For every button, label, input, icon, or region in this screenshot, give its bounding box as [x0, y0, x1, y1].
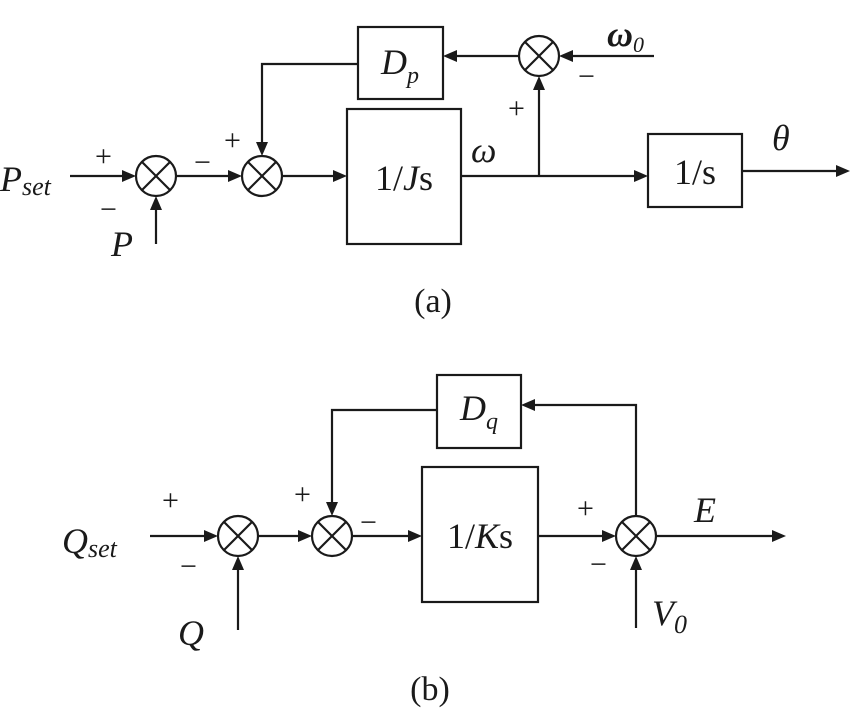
- dq-input-arrow: [521, 399, 535, 411]
- dq-block: [435, 373, 523, 450]
- q-error-arrow: [298, 530, 312, 542]
- b-sj2-plus-sign: +: [294, 478, 311, 511]
- dp-input-arrow: [443, 50, 457, 62]
- dq-input-wire: [535, 403, 638, 516]
- sj1-plus-sign: +: [95, 140, 112, 173]
- voltage-input-arrow: [408, 530, 422, 542]
- omega-feedback-arrow: [533, 76, 545, 90]
- qset-arrow: [204, 530, 218, 542]
- theta-label: θ: [772, 118, 790, 158]
- sj2-minus-sign: −: [194, 146, 211, 179]
- dp-output-wire: [260, 62, 358, 142]
- p-arrow: [150, 196, 162, 210]
- omega-arrow: [634, 170, 648, 182]
- q-arrow: [232, 556, 244, 570]
- sj1-minus-sign: −: [100, 193, 117, 226]
- b-sj3-minus-sign: −: [590, 548, 607, 581]
- pset-label: Pset: [0, 159, 52, 201]
- panel-a-summing-junction-3: [517, 34, 561, 78]
- v0-label: V0: [652, 593, 687, 639]
- omega0-label: ω0: [607, 14, 644, 57]
- panel-b-caption: (b): [410, 671, 450, 708]
- dp-block-label: Dp: [380, 42, 419, 89]
- integrator-block-label: 1/s: [674, 152, 716, 192]
- sj3-plus-sign: +: [508, 92, 525, 125]
- panel-a-summing-junction-1: [134, 154, 178, 198]
- theta-arrow: [836, 165, 850, 177]
- omega-label: ω: [471, 130, 496, 170]
- b-sj1-minus-sign: −: [180, 550, 197, 583]
- dp-output-arrow: [256, 142, 268, 156]
- error-arrow: [228, 170, 242, 182]
- p-label: P: [110, 224, 133, 264]
- dq-output-arrow: [326, 502, 338, 516]
- panel-a-summing-junction-2: [240, 154, 284, 198]
- voltage-output-arrow: [602, 530, 616, 542]
- panel-b-summing-junction-3: [614, 514, 658, 558]
- dq-output-wire: [330, 408, 437, 502]
- voltage-block: [420, 465, 540, 604]
- b-sj3-plus-sign: +: [577, 492, 594, 525]
- panel-b: Dq 1/Ks Qset Q E V0 + − + − + − (b): [62, 373, 786, 708]
- b-sj2-minus-sign: −: [360, 506, 377, 539]
- qset-label: Qset: [62, 521, 118, 563]
- dq-block-label: Dq: [459, 388, 498, 435]
- e-label: E: [693, 490, 716, 530]
- panel-a: Dp 1/Js 1/s Pset P ω ω0 θ + − + − + − (a…: [0, 14, 850, 320]
- integrator-block: [646, 132, 744, 209]
- panel-a-caption: (a): [414, 283, 452, 320]
- b-sj1-plus-sign: +: [162, 484, 179, 517]
- omega0-arrow: [559, 50, 573, 62]
- inertia-block-label: 1/Js: [375, 158, 433, 198]
- voltage-block-label: 1/Ks: [447, 516, 513, 556]
- pset-arrow: [122, 170, 136, 182]
- e-arrow: [772, 530, 786, 542]
- v0-arrow: [630, 556, 642, 570]
- sj3-minus-sign: −: [578, 60, 595, 93]
- panel-b-summing-junction-1: [216, 514, 260, 558]
- q-label: Q: [178, 613, 204, 653]
- sj2-plus-sign: +: [224, 124, 241, 157]
- torque-arrow: [333, 170, 347, 182]
- panel-b-summing-junction-2: [310, 514, 354, 558]
